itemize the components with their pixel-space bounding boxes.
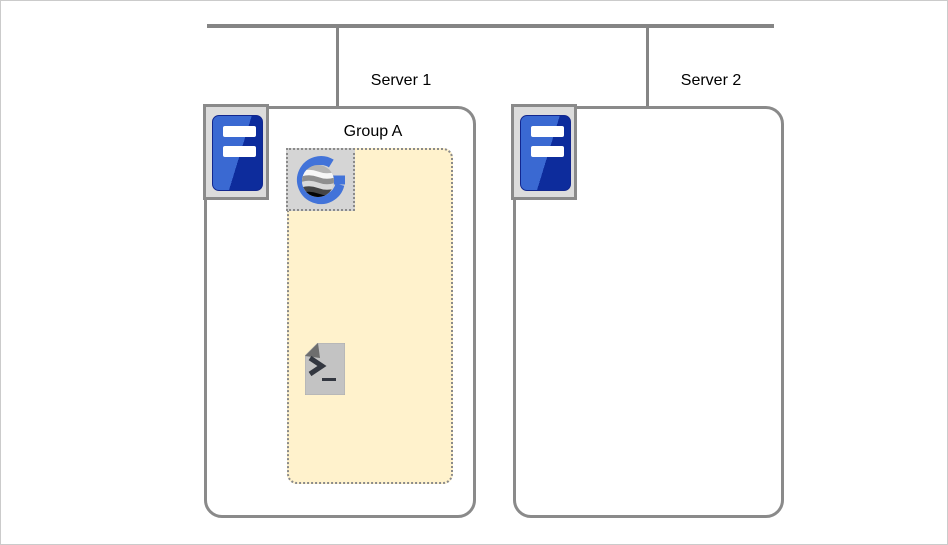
server2-rack-icon[interactable] bbox=[511, 104, 577, 200]
geoserver-logo-box[interactable] bbox=[286, 148, 355, 211]
server1-label: Server 1 bbox=[370, 72, 432, 89]
terminal-script-file-icon bbox=[304, 342, 346, 396]
server1-rack-icon[interactable] bbox=[203, 104, 269, 200]
server2-drop-line bbox=[646, 24, 649, 106]
network-bus-line bbox=[207, 24, 774, 28]
group-a-label: Group A bbox=[343, 123, 403, 140]
startbat-file-icon[interactable] bbox=[304, 342, 346, 396]
server2-label: Server 2 bbox=[680, 72, 742, 89]
server-slot-bar bbox=[531, 146, 564, 157]
server-tower-icon bbox=[212, 115, 263, 191]
server-slot-bar bbox=[223, 126, 256, 137]
server-tower-icon bbox=[520, 115, 571, 191]
geoserver-logo-icon bbox=[297, 156, 345, 205]
server-slot-bar bbox=[223, 146, 256, 157]
server-slot-bar bbox=[531, 126, 564, 137]
server1-drop-line bbox=[336, 24, 339, 106]
